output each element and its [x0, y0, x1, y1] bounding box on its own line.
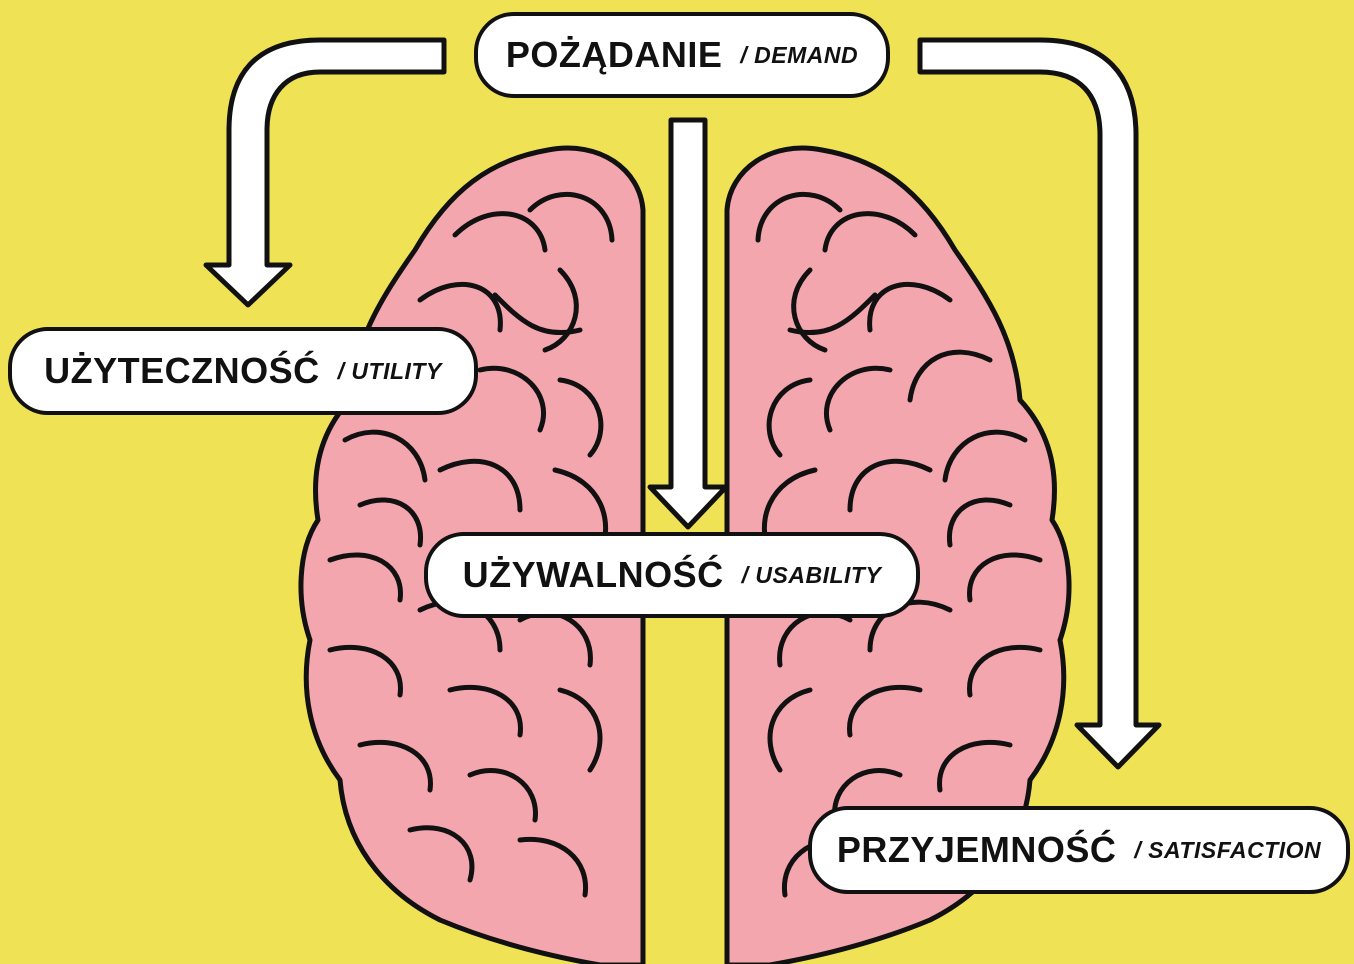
label-utility: UŻYTECZNOŚĆ / UTILITY [8, 327, 478, 415]
label-satisfaction-main: PRZYJEMNOŚĆ [837, 829, 1117, 871]
label-demand-main: POŻĄDANIE [506, 34, 723, 76]
label-satisfaction: PRZYJEMNOŚĆ / SATISFACTION [808, 806, 1350, 894]
label-satisfaction-sub: / SATISFACTION [1134, 837, 1321, 864]
label-usability: UŻYWALNOŚĆ / USABILITY [424, 532, 920, 618]
label-demand: POŻĄDANIE / DEMAND [474, 12, 890, 98]
label-utility-main: UŻYTECZNOŚĆ [44, 350, 320, 392]
label-usability-sub: / USABILITY [742, 562, 882, 589]
arrow-demand-to-usability [650, 120, 726, 527]
label-usability-main: UŻYWALNOŚĆ [463, 554, 724, 596]
label-demand-sub: / DEMAND [740, 42, 858, 69]
label-utility-sub: / UTILITY [338, 358, 442, 385]
